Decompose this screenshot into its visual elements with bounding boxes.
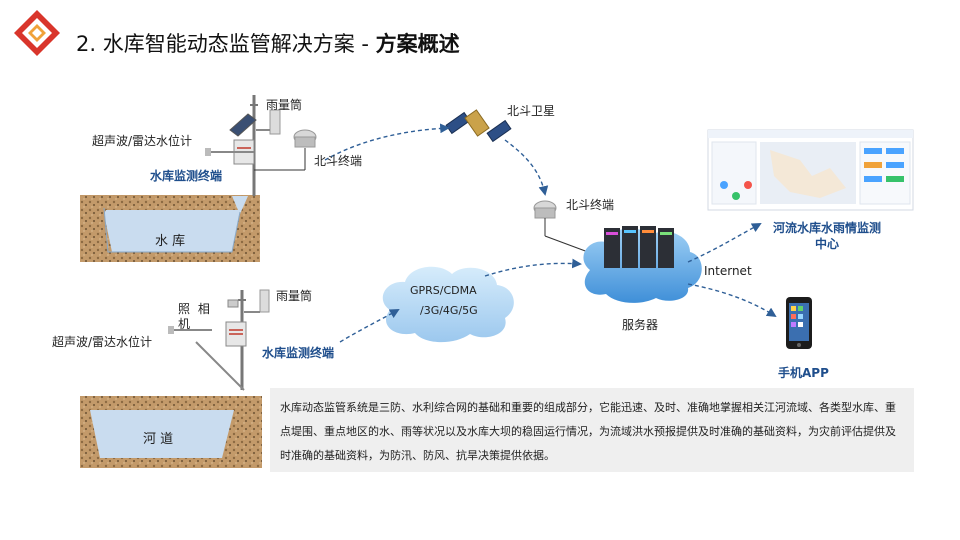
page-title: 2. 水库智能动态监管解决方案 - 方案概述	[76, 28, 460, 58]
cloud-line1-label: GPRS/CDMA	[410, 284, 477, 297]
bottom-station-pole-icon	[168, 289, 270, 391]
river-cross-section	[80, 396, 262, 468]
beidou-terminal-icon	[254, 129, 317, 171]
gprs-cloud-icon	[382, 266, 514, 343]
monitor-center-label: 河流水库水雨情监测中心	[772, 221, 881, 251]
mobile-app-label: 手机APP	[778, 366, 829, 380]
top-terminal-label: 水库监测终端	[150, 169, 223, 183]
description-box: 水库动态监管系统是三防、水利综合网的基础和重要的组成部分，它能迅速、及时、准确地…	[270, 388, 914, 472]
page-title-main: 2. 水库智能动态监管解决方案 -	[76, 32, 376, 56]
bottom-level-meter-label: 超声波/雷达水位计	[52, 335, 153, 349]
top-level-meter-label: 超声波/雷达水位计	[92, 134, 193, 148]
company-logo-icon	[14, 10, 60, 56]
monitor-dashboard-icon	[707, 129, 914, 211]
cloud-line2-label: /3G/4G/5G	[420, 304, 478, 317]
connection-arrows	[324, 123, 777, 343]
reservoir-cross-section	[80, 195, 260, 262]
server-icon	[583, 226, 702, 303]
top-rain-gauge-label: 雨量筒	[266, 98, 303, 112]
beidou-satellite-icon	[445, 109, 512, 143]
bottom-rain-gauge-label: 雨量筒	[276, 289, 313, 303]
top-beidou-terminal-label: 北斗终端	[314, 154, 363, 168]
page-title-bold: 方案概述	[375, 32, 460, 56]
top-station-pole-icon	[205, 95, 281, 196]
server-label: 服务器	[622, 318, 659, 332]
mid-beidou-terminal-label: 北斗终端	[566, 198, 615, 212]
bottom-terminal-label: 水库监测终端	[262, 346, 335, 360]
internet-label: Internet	[704, 264, 752, 278]
beidou-terminal-mid-icon	[533, 200, 589, 253]
mobile-phone-icon	[786, 297, 812, 349]
river-label: 河 道	[143, 432, 174, 447]
satellite-label: 北斗卫星	[507, 104, 556, 118]
reservoir-label: 水 库	[155, 234, 186, 249]
camera-label: 照 相 机	[178, 302, 212, 331]
